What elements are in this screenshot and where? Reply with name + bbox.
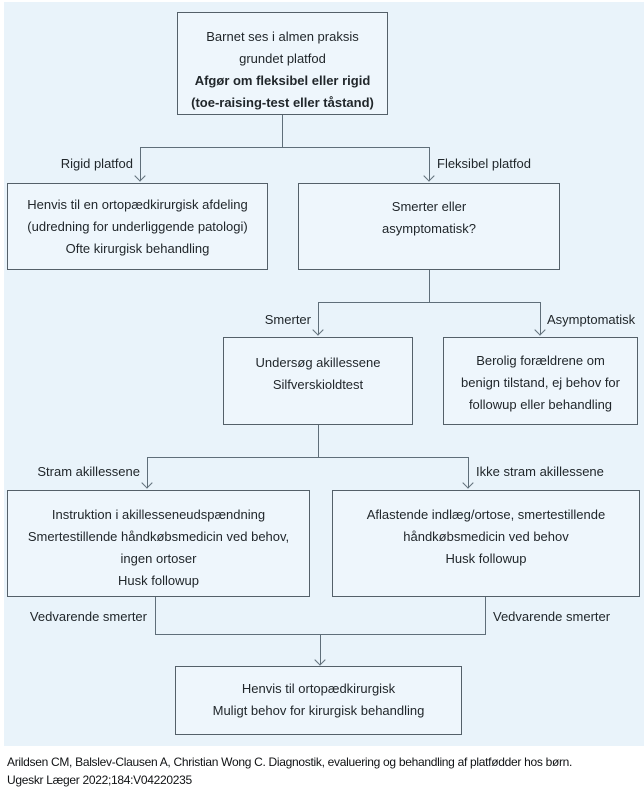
connector-line (468, 457, 469, 488)
node-examine-achilles: Undersøg akillessene Silfverskioldtest (223, 337, 413, 425)
figure-caption: Arildsen CM, Balslev-Clausen A, Christia… (7, 753, 639, 789)
connector-line (485, 597, 486, 635)
edge-label-ikke-stram-akillessene: Ikke stram akillessene (476, 464, 604, 479)
node-pain-question: Smerter eller asymptomatisk? (298, 183, 560, 270)
caption-line-reference: Arildsen CM, Balslev-Clausen A, Christia… (7, 755, 573, 769)
node-text-line: benign tilstand, ej behov for (461, 375, 620, 390)
edge-label-fleksibel-platfod: Fleksibel platfod (437, 156, 531, 171)
edge-label-rigid-platfod: Rigid platfod (60, 156, 133, 171)
node-text-line: Aflastende indlæg/ortose, smertestillend… (366, 507, 606, 522)
connector-line (318, 302, 319, 334)
connector-line (147, 457, 469, 458)
node-text-line: Undersøg akillessene (255, 355, 381, 370)
edge-label-smerter: Smerter (264, 312, 311, 327)
node-text-line: Husk followup (445, 551, 527, 566)
connector-line (318, 425, 319, 457)
node-text-line: Silfverskioldtest (272, 377, 364, 392)
node-start: Barnet ses i almen praksis grundet platf… (177, 12, 388, 115)
node-text-line: grundet platfod (239, 51, 326, 66)
caption-line-journal: Ugeskr Læger 2022;184:V04220235 (7, 773, 192, 787)
node-text-line: Henvis til ortopædkirurgisk (241, 681, 396, 696)
connector-line (140, 147, 430, 148)
node-orthotic-relief: Aflastende indlæg/ortose, smertestillend… (332, 490, 640, 597)
node-text-line: asymptomatisk? (382, 221, 476, 236)
node-text-line: Ofte kirurgisk behandling (65, 241, 210, 256)
node-text-line: Barnet ses i almen praksis (206, 29, 359, 44)
connector-line (147, 457, 148, 488)
node-text-line: Smerter eller (391, 199, 467, 214)
node-text-line: Instruktion i akillesseneudspændning (51, 507, 266, 522)
node-text-line: Husk followup (118, 573, 199, 588)
connector-line (140, 147, 141, 180)
connector-line (282, 115, 283, 147)
edge-label-stram-akillessene: Stram akillessene (37, 464, 140, 479)
node-text-line: Smertestillende håndkøbsmedicin ved beho… (27, 529, 290, 544)
node-text-line: followup eller behandling (468, 397, 613, 412)
edge-label-vedvarende-smerter-left: Vedvarende smerter (29, 609, 147, 624)
node-text-line: Henvis til en ortopædkirurgisk afdeling (27, 197, 248, 212)
node-text-line-bold: (toe-raising-test eller tåstand) (191, 95, 374, 110)
connector-line (540, 302, 541, 334)
node-surgical-referral: Henvis til ortopædkirurgisk Muligt behov… (175, 666, 462, 735)
connector-line (429, 147, 430, 180)
node-text-line: (udredning for underliggende patologi) (27, 219, 248, 234)
node-text-line: Berolig forældrene om (476, 353, 605, 368)
edge-label-asymptomatisk: Asymptomatisk (547, 312, 636, 327)
node-rigid-referral: Henvis til en ortopædkirurgisk afdeling … (7, 183, 268, 270)
connector-line (429, 270, 430, 302)
node-text-line-bold: Afgør om fleksibel eller rigid (194, 73, 371, 88)
node-instruction-stretching: Instruktion i akillesseneudspændning Sme… (7, 490, 310, 597)
connector-line (318, 302, 541, 303)
node-reassure-parents: Berolig forældrene om benign tilstand, e… (443, 337, 638, 425)
connector-line (320, 634, 321, 664)
node-text-line: håndkøbsmedicin ved behov (403, 529, 569, 544)
node-text-line: Muligt behov for kirurgisk behandling (212, 703, 425, 718)
connector-line (155, 597, 156, 635)
edge-label-vedvarende-smerter-right: Vedvarende smerter (493, 609, 611, 624)
node-text-line: ingen ortoser (120, 551, 197, 566)
